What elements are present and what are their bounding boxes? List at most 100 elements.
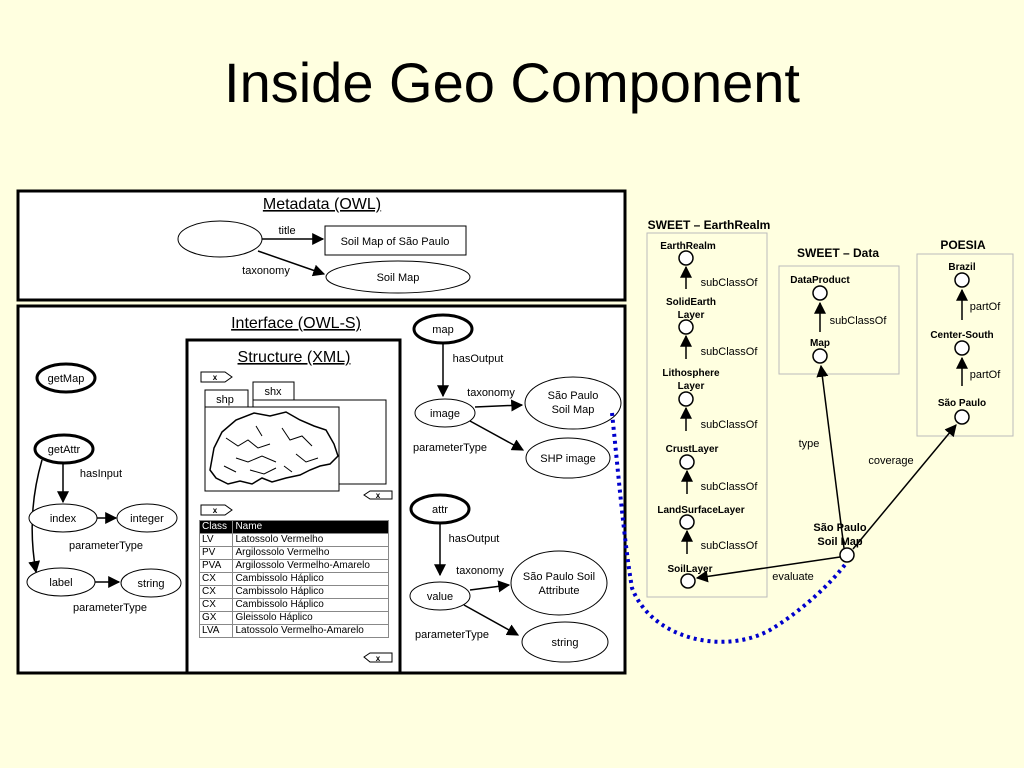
title-value-box bbox=[324, 225, 467, 256]
attr-output-label: attr bbox=[432, 504, 448, 516]
table-cell-class: PVA bbox=[198, 559, 234, 573]
value-taxonomy-arrow bbox=[469, 580, 511, 593]
taxonomy-arrow bbox=[257, 250, 326, 277]
soil-layer-node bbox=[680, 573, 696, 589]
taxonomy-value-node bbox=[325, 260, 471, 294]
sweet-earthrealm-box bbox=[646, 232, 768, 598]
value-label: value bbox=[427, 591, 453, 603]
get-attr-node bbox=[33, 433, 95, 465]
index-label: index bbox=[50, 513, 77, 525]
data-subclass-label: subClassOf bbox=[830, 315, 888, 327]
sao-paulo-region-node bbox=[954, 409, 970, 425]
taxonomy-relation-label: taxonomy bbox=[242, 265, 290, 277]
instance-label-line-2: Soil Map bbox=[817, 536, 863, 548]
xml-tag-marker-3 bbox=[200, 504, 233, 516]
sweet-earthrealm-heading: SWEET – EarthRealm bbox=[648, 218, 771, 232]
table-cell-name: Cambissolo Háplico bbox=[232, 598, 389, 612]
poesia-heading: POESIA bbox=[940, 238, 986, 252]
land-surface-layer-node bbox=[679, 514, 695, 530]
has-input-label: hasInput bbox=[80, 468, 122, 480]
label-label: label bbox=[49, 577, 72, 589]
sweet-data-box bbox=[778, 265, 900, 375]
image-parameter-type-arrow bbox=[469, 420, 525, 451]
xml-tag-marker-1 bbox=[200, 371, 233, 383]
solid-earth-label-line-1: SolidEarth bbox=[666, 297, 716, 308]
shp-image-label: SHP image bbox=[540, 453, 595, 465]
slide-title: Inside Geo Component bbox=[224, 51, 800, 114]
soil-unit-boundaries bbox=[223, 425, 319, 475]
brazil-label: Brazil bbox=[948, 262, 975, 273]
integer-node bbox=[116, 503, 178, 533]
xml-tag-marker-1-label: x bbox=[213, 373, 218, 382]
has-output-label-2: hasOutput bbox=[449, 533, 500, 545]
crust-layer-label: CrustLayer bbox=[666, 444, 719, 455]
data-product-label: DataProduct bbox=[790, 275, 850, 286]
table-cell-name: Cambissolo Háplico bbox=[232, 572, 389, 586]
metadata-heading: Metadata (OWL) bbox=[263, 196, 381, 213]
table-cell-name: Cambissolo Háplico bbox=[232, 585, 389, 599]
subclass-label-1: subClassOf bbox=[701, 277, 759, 289]
map-output-node bbox=[412, 313, 474, 345]
xml-tag-marker-2 bbox=[363, 490, 393, 500]
sao-paulo-region-label: São Paulo bbox=[938, 398, 986, 409]
sao-paulo-map-outline bbox=[209, 411, 339, 485]
image-taxonomy-arrow bbox=[474, 399, 524, 412]
subclass-label-4: subClassOf bbox=[701, 481, 759, 493]
data-product-node bbox=[812, 285, 828, 301]
taxonomy-value: Soil Map bbox=[377, 272, 420, 284]
evaluate-dotted-link bbox=[610, 412, 849, 644]
taxonomy-label-2: taxonomy bbox=[456, 565, 504, 577]
table-header-class: Class bbox=[198, 520, 234, 534]
part-of-label-1: partOf bbox=[970, 301, 1002, 313]
parameter-type-label-1: parameterType bbox=[69, 540, 143, 552]
title-value: Soil Map of São Paulo bbox=[341, 236, 450, 248]
table-cell-name: Argilossolo Vermelho bbox=[232, 546, 389, 560]
metadata-panel bbox=[16, 189, 627, 302]
has-output-label-1: hasOutput bbox=[453, 353, 504, 365]
sp-soil-attribute-node bbox=[510, 550, 608, 616]
xml-tag-marker-3-label: x bbox=[213, 506, 218, 515]
value-node bbox=[409, 581, 471, 611]
taxonomy-label-1: taxonomy bbox=[467, 387, 515, 399]
string-node-interface bbox=[120, 568, 182, 598]
shp-label: shp bbox=[216, 394, 234, 406]
table-header-row: Class Name bbox=[198, 520, 389, 534]
evaluate-arrow bbox=[695, 556, 841, 583]
earth-realm-node bbox=[678, 250, 694, 266]
get-map-node bbox=[35, 362, 97, 394]
soil-layer-label: SoilLayer bbox=[667, 564, 712, 575]
evaluate-label: evaluate bbox=[772, 571, 814, 583]
subclass-label-5: subClassOf bbox=[701, 540, 759, 552]
map-output-label: map bbox=[432, 324, 453, 336]
metadata-resource-node bbox=[177, 220, 263, 258]
coverage-label: coverage bbox=[868, 455, 913, 467]
earth-realm-label: EarthRealm bbox=[660, 241, 716, 252]
table-cell-name: Argilossolo Vermelho-Amarelo bbox=[232, 559, 389, 573]
lithosphere-node bbox=[678, 391, 694, 407]
xml-tag-marker-4 bbox=[363, 652, 393, 663]
table-cell-class: LVA bbox=[198, 624, 234, 638]
instance-label-line-1: São Paulo bbox=[813, 522, 866, 534]
map-class-label: Map bbox=[810, 338, 830, 349]
subclass-label-2: subClassOf bbox=[701, 346, 759, 358]
subclass-label-3: subClassOf bbox=[701, 419, 759, 431]
sweet-data-heading: SWEET – Data bbox=[797, 246, 879, 260]
table-header-name: Name bbox=[232, 520, 389, 534]
parameter-type-label-4: parameterType bbox=[415, 629, 489, 641]
solid-earth-label-line-2: Layer bbox=[678, 310, 705, 321]
string-node-output bbox=[521, 621, 609, 663]
xml-tag-marker-4-label: x bbox=[376, 654, 381, 663]
structure-heading: Structure (XML) bbox=[238, 349, 351, 366]
table-cell-class: CX bbox=[198, 598, 234, 612]
string-label-output: string bbox=[552, 637, 579, 649]
image-label: image bbox=[430, 408, 460, 420]
